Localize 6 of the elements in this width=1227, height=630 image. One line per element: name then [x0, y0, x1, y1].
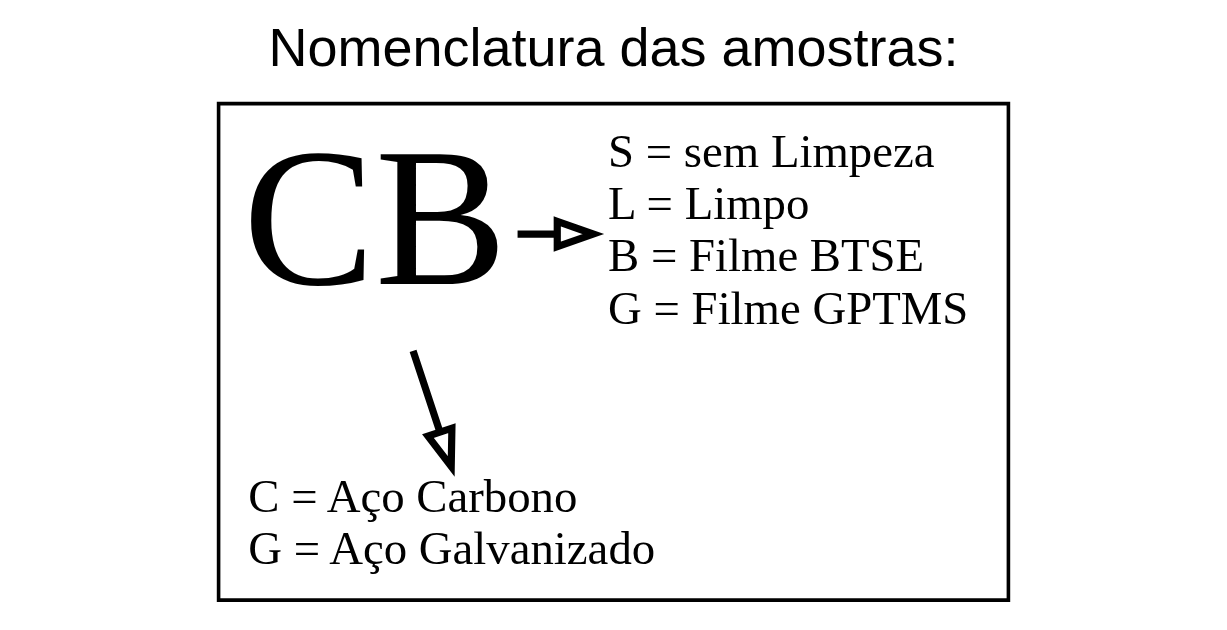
cluster — [216, 101, 1011, 602]
arrow — [409, 349, 456, 477]
diagram-title: Nomenclatura das amostras: — [268, 16, 959, 77]
node-text: S = sem Limpeza L = Limpo B = Filme BTSE G = Filme GPTMS — [608, 125, 969, 334]
node-text: CB — [243, 107, 508, 327]
node-text: C = Aço Carbono G = Aço Galvanizado — [248, 469, 656, 574]
